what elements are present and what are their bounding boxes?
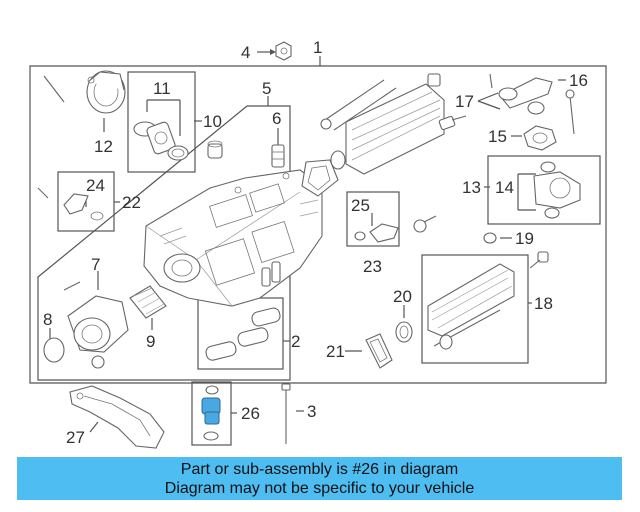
part-13-14-throttle bbox=[533, 161, 581, 219]
callout-10: 10 bbox=[203, 112, 222, 131]
callout-20: 20 bbox=[393, 287, 412, 306]
callout-22: 22 bbox=[122, 193, 141, 212]
main-assembly-frame bbox=[29, 56, 607, 384]
callout-27: 27 bbox=[66, 428, 85, 447]
part-small-fittings-top bbox=[427, 73, 467, 131]
callout-16: 16 bbox=[569, 71, 588, 90]
callout-23: 23 bbox=[363, 257, 382, 276]
part-15-16-17-elbow bbox=[489, 73, 575, 151]
callout-3: 3 bbox=[307, 402, 316, 421]
callout-8: 8 bbox=[43, 310, 52, 329]
part-27-bracket bbox=[69, 385, 165, 449]
callout-24: 24 bbox=[86, 176, 105, 195]
callout-11: 11 bbox=[153, 79, 171, 98]
part-ribbed-connector bbox=[261, 261, 281, 287]
part-9-bellows bbox=[129, 285, 167, 319]
part-supercharger-housing bbox=[143, 169, 323, 307]
banner-line-1: Part or sub-assembly is #26 in diagram bbox=[180, 461, 459, 478]
callout-25: 25 bbox=[351, 196, 370, 215]
part-3-bolt bbox=[281, 383, 291, 444]
callout-21: 21 bbox=[326, 342, 345, 361]
part-22-24-bracket bbox=[37, 187, 104, 221]
part-26-fitting-highlight bbox=[201, 385, 221, 441]
part-10-11-gaskets bbox=[133, 121, 189, 161]
callout-7: 7 bbox=[91, 255, 100, 274]
banner-line-2: Diagram may not be specific to your vehi… bbox=[164, 480, 475, 497]
callout-2: 2 bbox=[291, 332, 300, 351]
callout-15: 15 bbox=[488, 127, 507, 146]
callout-13: 13 bbox=[462, 178, 481, 197]
callout-9: 9 bbox=[146, 332, 155, 351]
part-7-8-pulley bbox=[43, 281, 129, 369]
callout-19: 19 bbox=[515, 229, 534, 248]
part-19-bolt bbox=[483, 232, 549, 269]
info-banner: Part or sub-assembly is #26 in diagram D… bbox=[17, 457, 622, 500]
part-12-throttle-body bbox=[43, 70, 126, 114]
callout-12: 12 bbox=[94, 137, 113, 156]
callout-1: 1 bbox=[313, 38, 322, 57]
part-2-gaskets bbox=[205, 307, 281, 361]
group-box-13-14 bbox=[487, 155, 601, 225]
group-box-18 bbox=[421, 254, 529, 364]
part-cap bbox=[207, 140, 223, 159]
part-21-gasket bbox=[365, 333, 393, 369]
part-intercooler-upper bbox=[320, 79, 445, 175]
part-25-23-sensor bbox=[354, 215, 437, 243]
callout-17: 17 bbox=[455, 92, 474, 111]
callout-6: 6 bbox=[272, 109, 281, 128]
part-20-oring bbox=[395, 321, 413, 343]
callout-labels: 1 2 3 4 5 6 7 8 9 10 11 12 13 14 15 16 1… bbox=[43, 38, 588, 447]
callout-4: 4 bbox=[241, 43, 250, 62]
group-box-10-11 bbox=[127, 71, 196, 173]
part-4-nut bbox=[275, 41, 292, 61]
callout-26: 26 bbox=[241, 404, 260, 423]
callout-18: 18 bbox=[534, 294, 553, 313]
part-6-sensor bbox=[271, 144, 285, 168]
group-box-23-25 bbox=[346, 191, 400, 247]
part-18-intercooler bbox=[427, 263, 515, 350]
callout-5: 5 bbox=[262, 79, 271, 98]
callout-14: 14 bbox=[495, 178, 514, 197]
